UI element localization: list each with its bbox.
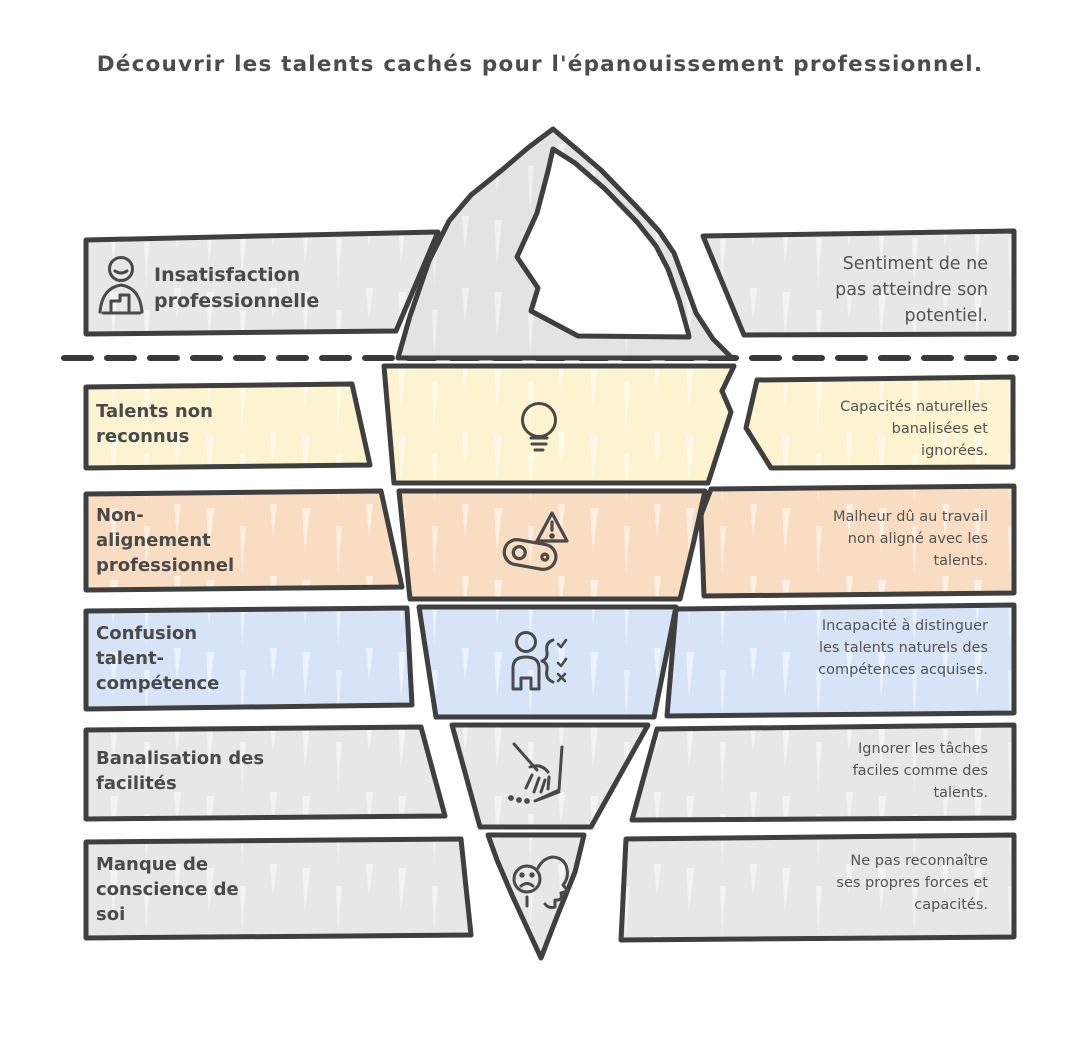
description-box-6 <box>618 832 1017 943</box>
label-box-5 <box>83 724 448 822</box>
label-banalisation-des-facilites: Banalisation des facilités <box>96 748 265 794</box>
label-manque-de-conscience-de-soi: Manque de conscience de soi <box>96 854 239 925</box>
iceberg-segment-alignement <box>396 488 708 602</box>
broom-icon <box>508 742 564 804</box>
description-confusion-talent-competence: Incapacité à distinguer les talents natu… <box>818 618 988 678</box>
iceberg-segment-conscience <box>485 832 587 961</box>
label-box-1 <box>83 229 441 337</box>
label-insatisfaction-professionnelle: Insatisfaction professionnelle <box>154 264 320 313</box>
iceberg <box>381 126 737 961</box>
description-box-5 <box>629 722 1017 823</box>
label-box-6 <box>83 836 474 941</box>
label-box-4 <box>83 605 415 712</box>
iceberg-white-facet <box>514 146 692 340</box>
iceberg-segment-talents <box>381 363 737 486</box>
misalignment-warning-icon <box>502 511 569 571</box>
lightbulb-icon <box>521 402 557 452</box>
description-banalisation-des-facilites: Ignorer les tâches faciles comme des tal… <box>852 741 988 801</box>
label-boxes <box>83 229 474 941</box>
label-talents-non-reconnus: Talents non reconnus <box>96 401 213 447</box>
description-non-alignement-professionnel: Malheur dû au travail non aligné avec le… <box>832 509 988 569</box>
unhappy-worker-icon <box>98 256 144 315</box>
description-box-4 <box>664 602 1017 719</box>
label-box-3 <box>83 488 405 593</box>
description-box-2 <box>743 374 1016 471</box>
description-box-1 <box>700 228 1017 338</box>
iceberg-segment-confusion <box>416 604 679 720</box>
label-non-alignement-professionnel: Non-alignement professionnel <box>96 505 235 576</box>
label-confusion-talent-competence: Confusion talent-compétence <box>96 623 220 694</box>
description-boxes <box>618 228 1017 943</box>
description-talents-non-reconnus: Capacités naturelles banalisées et ignor… <box>840 399 988 459</box>
sad-head-icon <box>512 855 570 910</box>
page-title: Découvrir les talents cachés pour l'épan… <box>96 52 984 77</box>
person-checklist-icon <box>511 631 568 691</box>
description-insatisfaction-professionnelle: Sentiment de ne pas atteindre son potent… <box>835 254 988 326</box>
label-box-2 <box>83 381 373 471</box>
description-manque-de-conscience-de-soi: Ne pas reconnaître ses propres forces et… <box>836 853 988 913</box>
